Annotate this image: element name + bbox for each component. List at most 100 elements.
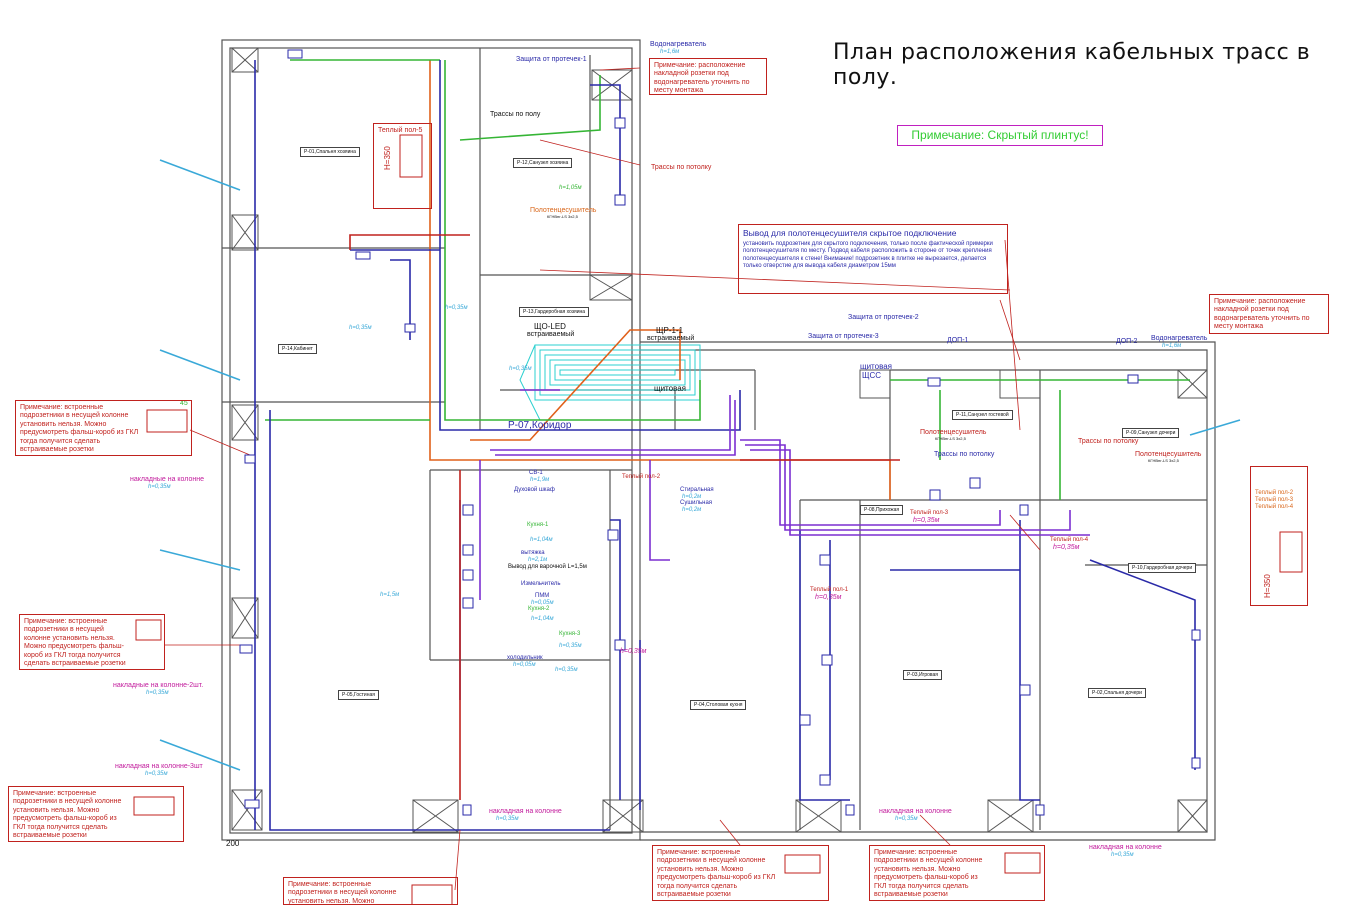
column-note-6: Примечание: встроенные подрозетники в не… (283, 877, 458, 905)
shch-led-label: ЩО-LED (534, 322, 566, 331)
overlay-column-5: накладная на колонне (879, 808, 952, 815)
room-label-p10: Р-10,Гардеробная дочери (1128, 563, 1197, 573)
h350-label-2: H=350 (1263, 574, 1272, 598)
towel-dryer-note: Вывод для полотенцесушителя скрытое подк… (738, 224, 1008, 294)
dop2-label: ДОП-2 (1116, 338, 1138, 345)
overlay-column-2-height: h=0,35м (146, 690, 169, 696)
warm-floor-1-label: Теплый пол-1 (810, 587, 849, 593)
warm-floor-3-label: Теплый пол-3 (910, 510, 949, 516)
room-label-p14: Р-14,Кабинет (278, 344, 317, 354)
walls (221, 39, 1216, 841)
overlay-column-1-height: h=0,35м (148, 484, 171, 490)
cooktop-outlet-label: Вывод для варочной L=1,5м (508, 564, 587, 570)
overlay-column-2: накладные на колонне-2шт. (113, 682, 204, 689)
shchs-label: ЩСС (862, 371, 882, 380)
column-note-4: Примечание: встроенные подрозетники в не… (652, 845, 829, 901)
overlay-column-4-height: h=0,35м (496, 816, 519, 822)
room-label-p07: Р-07,Коридор (508, 420, 572, 431)
warm-floor-legend-3: Теплый пол-3 (1255, 497, 1294, 504)
socket-symbols (239, 49, 1201, 816)
towel-dryer-3-label: Полотенцесушитель (1135, 451, 1202, 458)
ceiling-routes-label-1: Трассы по потолку (651, 164, 712, 171)
warm-floor-5-box: Теплый пол-5 (373, 123, 432, 209)
overlay-column-3-height: h=0,35м (145, 771, 168, 777)
warm-floor-legend-box: Теплый пол-2 Теплый пол-3 Теплый пол-4 (1250, 466, 1308, 606)
room-label-p02: Р-02,Спальня дочери (1088, 688, 1146, 698)
columns (231, 47, 1208, 833)
overlay-column-6: накладная на колонне (1089, 844, 1162, 851)
column-note-2: Примечание: встроенные подрозетники в не… (19, 614, 165, 670)
height-0-35-c: h=0,35м (509, 366, 532, 372)
column-note-5: Примечание: встроенные подрозетники в не… (869, 845, 1045, 901)
ceiling-routes-label-2: Трассы по потолку (934, 451, 995, 458)
room-label-p11: Р-11,Санузел гостевой (952, 410, 1013, 420)
hood-label: вытяжка (521, 550, 545, 556)
cable-routes (159, 59, 1241, 831)
warm-floor-2-label: Теплый пол-2 (622, 474, 661, 480)
overlay-column-5-height: h=0,35м (895, 816, 918, 822)
water-heater-1-label: Водонагреватель (650, 41, 707, 48)
height-0-35-b: h=0,35м (349, 325, 372, 331)
grinder-label: Измельчитель (521, 581, 561, 587)
room-label-p13: Р-13,Гардеробная хозяина (519, 307, 590, 317)
hood-height: h=2,1м (528, 557, 548, 563)
height-0-35-d: h=0,35м (445, 305, 468, 311)
height-1-05: h=1,05м (559, 185, 582, 191)
towel-dryer-2-label: Полотенцесушитель (920, 429, 987, 436)
dimension-200: 200 (226, 839, 240, 848)
towel-dryer-1-cable: КГНВнг-LS 3х2,5 (547, 214, 578, 219)
overlay-column-4: накладная на колонне (489, 808, 562, 815)
sv1-label: СВ-1 (529, 470, 543, 476)
warm-floor-1-height: h=0,35м (815, 594, 842, 601)
hidden-plinth-note: Примечание: Скрытый плинтус! (897, 125, 1103, 146)
oven-label: Духовой шкаф (514, 487, 555, 493)
room-label-p12: Р-12,Санузел хозяина (513, 158, 573, 168)
leak-protection-1-label: Защита от протечек-1 (516, 56, 587, 63)
warm-floor-legend-4: Теплый пол-4 (1255, 504, 1294, 511)
water-heater-2-height: h=1,6м (1162, 343, 1182, 349)
overlay-column-1: накладные на колонне (130, 476, 204, 483)
overlay-column-6-height: h=0,35м (1111, 852, 1134, 858)
height-1-5: h=1,5м (380, 592, 400, 598)
shchr-label: ЩР-1-1 (656, 326, 684, 335)
towel-dryer-note-title: Вывод для полотенцесушителя скрытое подк… (743, 228, 957, 238)
room-label-p09: Р-09,Санузел дочери (1122, 428, 1180, 438)
water-heater-2-label: Водонагреватель (1151, 335, 1208, 342)
water-heater-1-height: h=1,6м (660, 49, 680, 55)
leader-lines (165, 67, 1041, 891)
shch-led-built-in: встраиваемый (527, 331, 575, 338)
leak-protection-3-label: Защита от протечек-3 (808, 333, 879, 340)
small-note-boxes (133, 134, 1303, 905)
height-0-35-a: h=0,35м (620, 648, 647, 655)
overlay-column-3: накладная на колонне-3шт (115, 763, 203, 770)
heated-floor-coil (519, 344, 701, 421)
warm-floor-3-height: h=0,35м (913, 517, 940, 524)
towel-dryer-2-cable: КГНВнг-LS 3х2,5 (935, 436, 966, 441)
room-label-p04: Р-04,Столовая кухня (690, 700, 747, 710)
height-0-35-e: h=0,35м (555, 667, 578, 673)
floor-routes-label: Трассы по полу (490, 111, 541, 118)
dop1-label: ДОП-1 (947, 337, 969, 344)
water-heater-note-2: Примечание: расположение накладной розет… (1209, 294, 1329, 334)
room-label-p05: Р-05,Гостиная (338, 690, 379, 700)
warm-floor-4-height: h=0,35м (1053, 544, 1080, 551)
dryer-height: h=0,2м (682, 507, 702, 513)
dishwasher-label: ПММ (535, 593, 550, 599)
column-note-1: Примечание: встроенные подрозетники в не… (15, 400, 192, 456)
kitchen-1-label: Кухня-1 (527, 522, 549, 528)
dryer-label: Сушильная (680, 500, 713, 506)
fridge-label: холодильник (507, 655, 543, 661)
kitchen-2-label: Кухня-2 (528, 606, 550, 612)
ceiling-routes-label-3: Трассы по потолку (1078, 438, 1139, 445)
panel-room-label-1: щитовая (654, 384, 687, 393)
washer-height: h=0,2м (682, 494, 702, 500)
warm-floor-legend-2: Теплый пол-2 (1255, 490, 1294, 496)
warm-floor-4-label: Теплый пол-4 (1050, 537, 1089, 543)
shchr-built-in: встраиваемый (647, 335, 695, 342)
leak-protection-2-label: Защита от протечек-2 (848, 314, 919, 321)
towel-dryer-3-cable: КГНВнг-LS 3х2,5 (1148, 458, 1179, 463)
plan-title: План расположения кабельных трасс в полу… (833, 40, 1311, 90)
height-1-04-2: h=1,04м (531, 616, 554, 622)
water-heater-note-1: Примечание: расположение накладной розет… (649, 58, 767, 95)
